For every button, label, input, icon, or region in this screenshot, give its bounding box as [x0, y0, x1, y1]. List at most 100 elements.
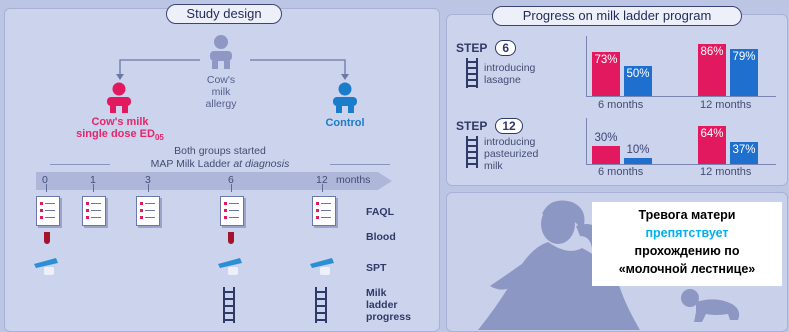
bar-cows-milk-step12-12m: 64%	[698, 126, 726, 164]
overlay-line1: Тревога матери	[638, 208, 736, 222]
document-icon	[220, 196, 244, 226]
ladder-icon	[466, 58, 478, 88]
bar-control-step6-12m: 79%	[730, 49, 758, 96]
center-group-line3: allergy	[205, 98, 237, 110]
baby-icon-blue	[333, 82, 357, 113]
step-6-description: introducing lasagne	[484, 62, 535, 86]
at-diagnosis-text: at diagnosis	[233, 158, 290, 170]
study-design-panel	[4, 8, 440, 332]
spt-label: SPT	[366, 262, 387, 274]
step-12-chart-baseline	[586, 164, 776, 165]
overlay-text-box: Тревога матери препятствует прохождению …	[592, 202, 782, 286]
step-12-chart-axis	[586, 118, 587, 164]
step-12-desc-line3: milk	[484, 160, 503, 172]
bar-control-step6-6m: 50%	[624, 66, 652, 96]
step-6-bars-6m: 73% 50%	[592, 36, 654, 96]
tick-1: 1	[90, 174, 96, 186]
step-number-badge: 12	[495, 118, 523, 134]
intervention-line1: Cow's milk	[91, 116, 149, 128]
bar-value: 30%	[594, 132, 618, 144]
skin-prick-test-icon	[34, 258, 58, 275]
bar-value: 37%	[732, 144, 756, 156]
document-icon	[82, 196, 106, 226]
baby-icon-pink	[107, 82, 131, 113]
tick-mark	[93, 184, 94, 192]
crawling-baby-silhouette	[681, 289, 740, 322]
bar-value: 10%	[626, 144, 650, 156]
bar-value: 64%	[700, 128, 724, 140]
timeline-unit: months	[336, 174, 371, 186]
split-arrows	[116, 59, 349, 80]
tick-12: 12	[316, 174, 328, 186]
control-group-label: Control	[325, 117, 365, 129]
center-group-label: Cow's milk allergy	[196, 74, 246, 110]
both-groups-line2: MAP Milk Ladder at diagnosis	[110, 158, 330, 170]
bar-control-step12-12m: 37%	[730, 142, 758, 164]
blood-tube-icon	[228, 232, 234, 244]
study-design-title: Study design	[166, 4, 282, 24]
bar-value: 86%	[700, 46, 724, 58]
blood-tube-icon	[44, 232, 50, 244]
step-6-heading: STEP 6	[456, 40, 517, 56]
step-12-bars-12m: 64% 37%	[698, 118, 760, 164]
bar-control-step12-6m: 10%	[624, 144, 652, 164]
document-icon	[36, 196, 60, 226]
intervention-group-label: Cow's milk single dose ED05	[50, 116, 190, 144]
ladder-progress-line2: ladder	[366, 299, 398, 311]
step-12-heading: STEP 12	[456, 118, 523, 134]
step-6-chart-axis	[586, 36, 587, 96]
overlay-line4: «молочной лестнице»	[618, 262, 756, 276]
faql-label: FAQL	[366, 206, 394, 218]
bar-cows-milk-step12-6m: 30%	[592, 132, 620, 164]
center-group-line2: milk	[211, 86, 231, 98]
progress-title: Progress on milk ladder program	[492, 6, 742, 26]
step-12-description: introducing pasteurized milk	[484, 136, 538, 172]
tick-6: 6	[228, 174, 234, 186]
step-6-desc-line2: lasagne	[484, 74, 521, 86]
center-group-line1: Cow's	[206, 74, 236, 86]
overlay-line3: прохождению по	[634, 244, 740, 258]
bar-cows-milk-step6-6m: 73%	[592, 52, 620, 96]
intervention-line2: single dose ED05	[76, 128, 164, 143]
step-12-desc-line1: introducing	[484, 136, 536, 148]
baby-icon-center	[210, 35, 232, 69]
document-icon	[312, 196, 336, 226]
step-6-label-6m: 6 months	[598, 99, 644, 111]
step-word: STEP	[456, 41, 488, 55]
step-6-desc-line1: introducing	[484, 62, 536, 74]
tick-mark	[231, 184, 232, 192]
bar-cows-milk-step6-12m: 86%	[698, 44, 726, 96]
ladder-progress-line1: Milk	[366, 287, 387, 299]
step-6-bars-12m: 86% 79%	[698, 36, 760, 96]
step-12-label-6m: 6 months	[598, 166, 644, 178]
tick-0: 0	[42, 174, 48, 186]
step-6-label-12m: 12 months	[700, 99, 752, 111]
timeline-band	[36, 172, 392, 190]
skin-prick-test-icon	[310, 258, 334, 275]
step-12-bars-6m: 30% 10%	[592, 118, 654, 164]
ladder-icon	[223, 287, 235, 323]
skin-prick-test-icon	[218, 258, 242, 275]
document-icon	[136, 196, 160, 226]
blood-label: Blood	[366, 231, 396, 243]
ladder-icon	[466, 136, 478, 168]
milk-ladder-name: MAP Milk Ladder	[150, 158, 231, 170]
bar-value: 50%	[626, 68, 650, 80]
ladder-progress-line3: progress	[366, 311, 411, 323]
step-12-label-12m: 12 months	[700, 166, 752, 178]
intervention-subscript: 05	[154, 133, 164, 143]
tick-3: 3	[145, 174, 151, 186]
bar-value: 73%	[594, 54, 618, 66]
step-word: STEP	[456, 119, 488, 133]
both-groups-line1: Both groups started	[174, 145, 266, 157]
ladder-icon	[315, 287, 327, 323]
tick-mark	[46, 184, 47, 192]
ladder-progress-label: Milk ladder progress	[366, 287, 411, 323]
overlay-line2: препятствует	[645, 226, 729, 240]
tick-mark	[148, 184, 149, 192]
step-number-badge: 6	[495, 40, 517, 56]
step-12-desc-line2: pasteurized	[484, 148, 539, 160]
step-6-chart-baseline	[586, 96, 776, 97]
bar-value: 79%	[732, 51, 756, 63]
tick-mark	[322, 184, 323, 192]
